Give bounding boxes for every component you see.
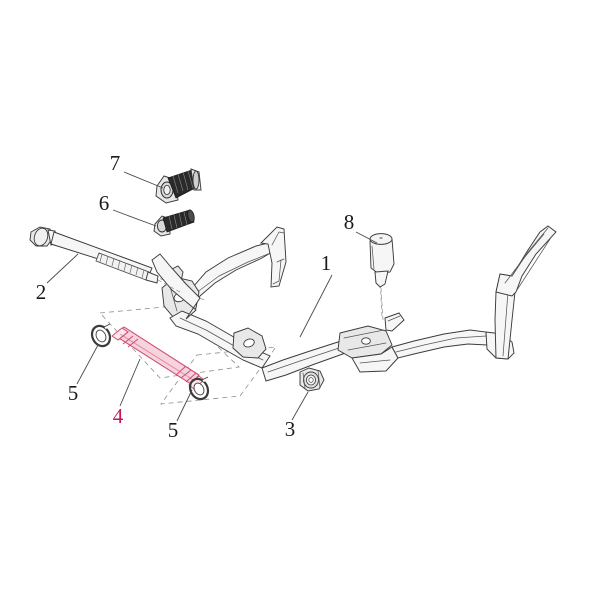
leader-lines: [46, 171, 378, 422]
callout-label-3[interactable]: 3: [285, 417, 296, 441]
part-circlip-right[interactable]: [187, 376, 212, 403]
callout-label-2[interactable]: 2: [36, 280, 47, 304]
leader-2: [46, 253, 79, 284]
leader-4: [119, 358, 141, 407]
part-flange-nut[interactable]: [299, 367, 325, 392]
callout-label-5-left[interactable]: 5: [68, 381, 79, 405]
part-bushing-small[interactable]: [153, 209, 195, 237]
callout-label-6[interactable]: 6: [99, 191, 110, 215]
leader-5-left: [76, 344, 99, 385]
callout-label-1[interactable]: 1: [321, 251, 332, 275]
part-stand-pivot-bolt[interactable]: [29, 226, 181, 293]
leader-6: [112, 209, 157, 227]
leader-8: [355, 231, 378, 244]
pin-grooves-right: [175, 365, 197, 383]
callout-label-7[interactable]: 7: [110, 151, 121, 175]
part-circlip-left[interactable]: [89, 323, 114, 350]
callout-label-5-right[interactable]: 5: [168, 418, 179, 442]
leader-3: [291, 391, 309, 421]
part-bushing-large[interactable]: [155, 168, 202, 204]
leader-5-right: [176, 389, 193, 422]
leader-1: [299, 274, 333, 338]
thread-hatching: [99, 253, 145, 279]
callout-label-4[interactable]: 4: [113, 404, 124, 428]
bushing-ribs-large: [172, 170, 194, 194]
part-rubber-buffer[interactable]: [369, 233, 395, 321]
bushing-ribs-small: [168, 211, 188, 230]
callout-label-8[interactable]: 8: [344, 210, 355, 234]
leader-7: [123, 171, 164, 189]
